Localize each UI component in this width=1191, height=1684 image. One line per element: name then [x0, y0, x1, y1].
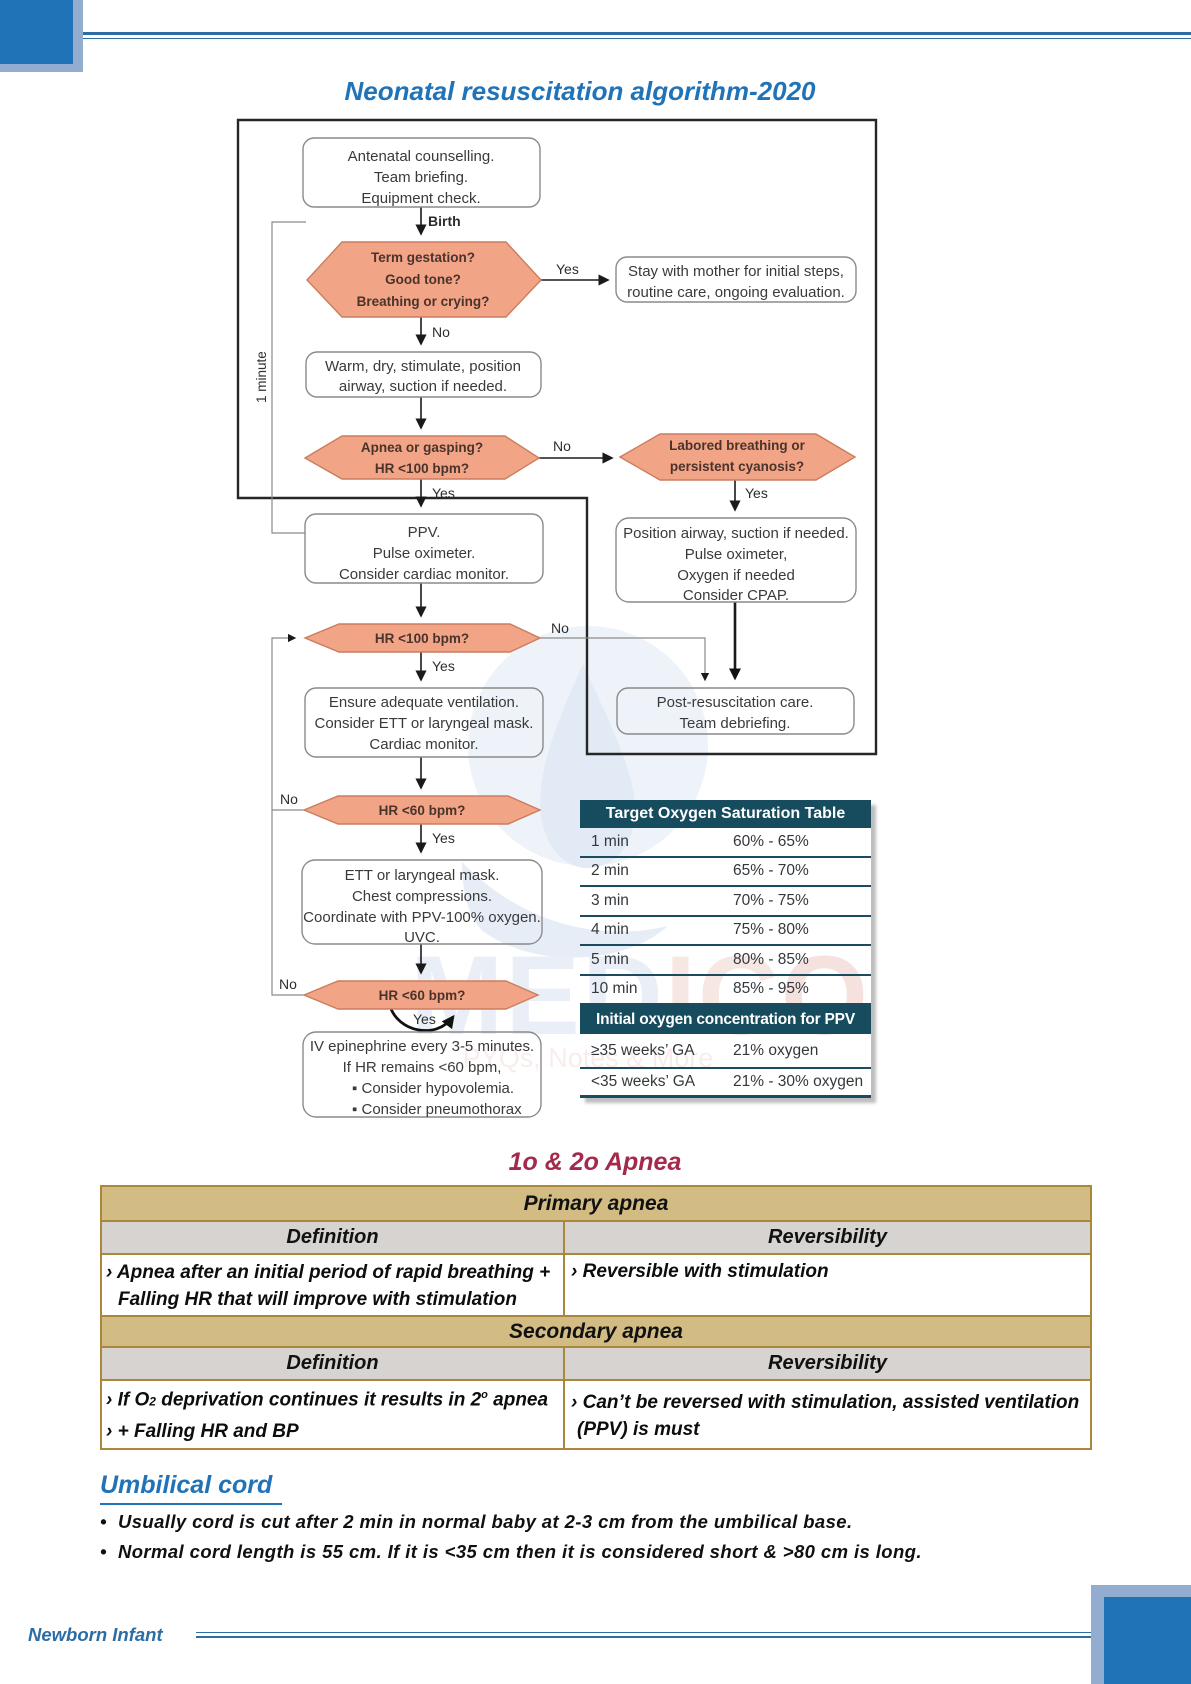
svg-text:ETT or laryngeal mask.: ETT or laryngeal mask. [345, 867, 500, 884]
svg-text:No: No [551, 620, 569, 636]
svg-text:Pulse oximeter,: Pulse oximeter, [685, 546, 788, 563]
svg-text:Team briefing.: Team briefing. [374, 169, 468, 186]
svg-text:Oxygen if needed: Oxygen if needed [677, 567, 795, 584]
svg-text:Position airway, suction if ne: Position airway, suction if needed. [623, 525, 849, 542]
svg-text:Antenatal counselling.: Antenatal counselling. [348, 148, 495, 165]
svg-text:Pulse oximeter.: Pulse oximeter. [373, 545, 476, 562]
svg-text:Stay with mother for initial s: Stay with mother for initial steps, [628, 263, 844, 280]
svg-text:HR <100 bpm?: HR <100 bpm? [375, 631, 469, 646]
svg-text:IV epinephrine every 3-5 minut: IV epinephrine every 3-5 minutes. [310, 1038, 534, 1055]
svg-text:Yes: Yes [432, 658, 455, 674]
svg-text:Breathing or crying?: Breathing or crying? [357, 294, 490, 309]
svg-text:Apnea or gasping?: Apnea or gasping? [361, 440, 483, 455]
svg-text:Term gestation?: Term gestation? [371, 250, 475, 265]
svg-text:Labored breathing or: Labored breathing or [669, 438, 806, 453]
svg-text:Chest compressions.: Chest compressions. [352, 888, 492, 905]
svg-text:No: No [553, 438, 571, 454]
svg-text:Consider ETT or laryngeal mask: Consider ETT or laryngeal mask. [315, 715, 534, 732]
svg-text:Birth: Birth [428, 213, 461, 229]
svg-text:▪ Consider hypovolemia.: ▪ Consider hypovolemia. [352, 1080, 514, 1097]
svg-text:Ensure adequate ventilation.: Ensure adequate ventilation. [329, 694, 519, 711]
svg-text:If HR remains <60 bpm,: If HR remains <60 bpm, [343, 1059, 502, 1076]
svg-text:routine care, ongoing evaluati: routine care, ongoing evaluation. [627, 284, 845, 301]
svg-text:Consider CPAP.: Consider CPAP. [683, 587, 789, 604]
svg-text:Post-resuscitation care.: Post-resuscitation care. [657, 694, 814, 711]
svg-text:Yes: Yes [432, 830, 455, 846]
svg-text:UVC.: UVC. [404, 929, 440, 946]
svg-text:airway, suction if needed.: airway, suction if needed. [339, 378, 507, 395]
svg-text:Good tone?: Good tone? [385, 272, 461, 287]
svg-text:No: No [280, 791, 298, 807]
svg-text:Equipment check.: Equipment check. [361, 190, 480, 207]
svg-text:No: No [279, 976, 297, 992]
svg-text:Yes: Yes [556, 261, 579, 277]
svg-text:Coordinate with PPV-100% oxyge: Coordinate with PPV-100% oxygen. [303, 909, 541, 926]
svg-text:Cardiac monitor.: Cardiac monitor. [369, 736, 478, 753]
svg-text:1 minute: 1 minute [254, 351, 269, 403]
svg-text:HR <100 bpm?: HR <100 bpm? [375, 461, 469, 476]
svg-text:HR <60 bpm?: HR <60 bpm? [379, 803, 466, 818]
svg-text:persistent cyanosis?: persistent cyanosis? [670, 459, 804, 474]
svg-text:HR <60 bpm?: HR <60 bpm? [379, 988, 466, 1003]
svg-text:Yes: Yes [745, 485, 768, 501]
svg-text:Yes: Yes [413, 1011, 436, 1027]
svg-text:PPV.: PPV. [408, 524, 441, 541]
svg-text:Warm, dry, stimulate, position: Warm, dry, stimulate, position [325, 358, 521, 375]
svg-text:Consider cardiac monitor.: Consider cardiac monitor. [339, 566, 509, 583]
svg-text:Team debriefing.: Team debriefing. [680, 715, 791, 732]
svg-text:▪ Consider pneumothorax: ▪ Consider pneumothorax [352, 1101, 522, 1118]
svg-text:No: No [432, 324, 450, 340]
svg-text:Yes: Yes [432, 485, 455, 501]
